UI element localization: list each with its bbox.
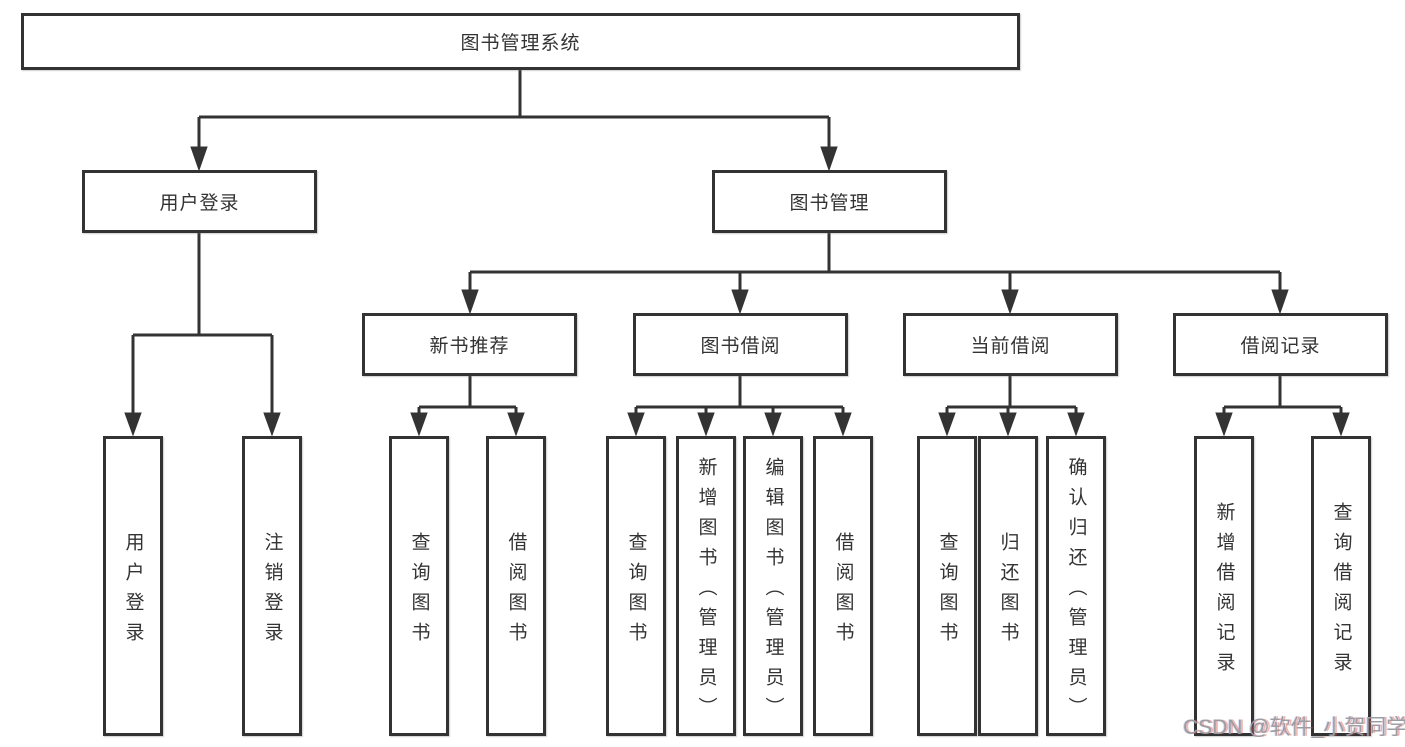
node-book-borrowing: 图书借阅 [633, 313, 848, 376]
leaf-borrow-books: 借阅图书 [813, 436, 873, 736]
leaf-label: 注销登录 [261, 531, 283, 652]
connector-root-to-level2 [197, 70, 831, 150]
connector-records-children [1222, 376, 1343, 416]
arrowhead [697, 412, 715, 437]
leaf-label: 归还图书 [997, 531, 1019, 652]
node-library-management-system: 图书管理系统 [21, 13, 1020, 70]
arrowhead [1332, 412, 1350, 437]
arrowhead [507, 412, 525, 437]
node-current-borrowing: 当前借阅 [903, 313, 1118, 376]
leaf-label: 新增借阅记录 [1213, 501, 1235, 682]
arrowhead [999, 412, 1017, 437]
leaf-query-books-recommend: 查询图书 [389, 436, 449, 736]
leaf-label: 借阅图书 [832, 531, 854, 652]
leaf-query-borrow-record: 查询借阅记录 [1311, 436, 1371, 736]
leaf-label: 新增图书（管理员） [695, 456, 717, 727]
node-label: 新书推荐 [429, 336, 510, 357]
arrowhead [190, 146, 208, 172]
leaf-label: 确认归还（管理员） [1065, 456, 1087, 727]
leaf-label: 查询借阅记录 [1330, 501, 1352, 682]
node-label: 当前借阅 [970, 336, 1051, 357]
arrowhead [1215, 412, 1233, 437]
leaf-query-books-current: 查询图书 [917, 436, 977, 736]
leaf-add-borrow-record: 新增借阅记录 [1194, 436, 1254, 736]
connector-current-children [945, 376, 1078, 416]
leaf-logout-login: 注销登录 [242, 436, 302, 736]
leaf-add-books-admin: 新增图书（管理员） [676, 436, 736, 736]
connector-bookmgmt-children [468, 233, 1282, 292]
arrowhead [410, 412, 428, 437]
arrowhead [731, 289, 749, 315]
node-label: 图书管理 [789, 193, 870, 214]
arrowhead [938, 412, 956, 437]
leaf-return-books: 归还图书 [978, 436, 1038, 736]
node-borrowing-records: 借阅记录 [1173, 313, 1388, 376]
connector-newbooks-children [417, 376, 518, 416]
node-new-book-recommend: 新书推荐 [362, 313, 577, 376]
leaf-label: 借阅图书 [505, 531, 527, 652]
arrowhead [820, 146, 838, 172]
arrowhead [1001, 289, 1019, 315]
leaf-label: 查询图书 [625, 531, 647, 652]
connector-borrowing-children [634, 376, 845, 416]
node-label: 借阅记录 [1240, 336, 1321, 357]
arrowhead [834, 412, 852, 437]
csdn-watermark: CSDN @软件_小贺同学 [1183, 716, 1405, 739]
leaf-label: 编辑图书（管理员） [762, 456, 784, 727]
leaf-label: 查询图书 [936, 531, 958, 652]
arrowhead [1271, 289, 1289, 315]
leaf-query-books-borrowing: 查询图书 [606, 436, 666, 736]
arrowhead [627, 412, 645, 437]
leaf-edit-books-admin: 编辑图书（管理员） [743, 436, 803, 736]
node-user-login: 用户登录 [82, 170, 317, 233]
arrowhead [461, 289, 479, 315]
node-book-management: 图书管理 [712, 170, 947, 233]
node-label: 用户登录 [159, 193, 240, 214]
arrowhead [764, 412, 782, 437]
arrowhead [263, 412, 281, 437]
leaf-confirm-return-admin: 确认归还（管理员） [1046, 436, 1106, 736]
arrowhead [1067, 412, 1085, 437]
connector-userlogin-children [131, 233, 274, 416]
node-label: 图书管理系统 [460, 33, 581, 54]
arrowhead [124, 412, 142, 437]
node-label: 图书借阅 [700, 336, 781, 357]
leaf-user-login: 用户登录 [103, 436, 163, 736]
leaf-borrow-books-recommend: 借阅图书 [486, 436, 546, 736]
leaf-label: 查询图书 [408, 531, 430, 652]
leaf-label: 用户登录 [122, 531, 144, 652]
